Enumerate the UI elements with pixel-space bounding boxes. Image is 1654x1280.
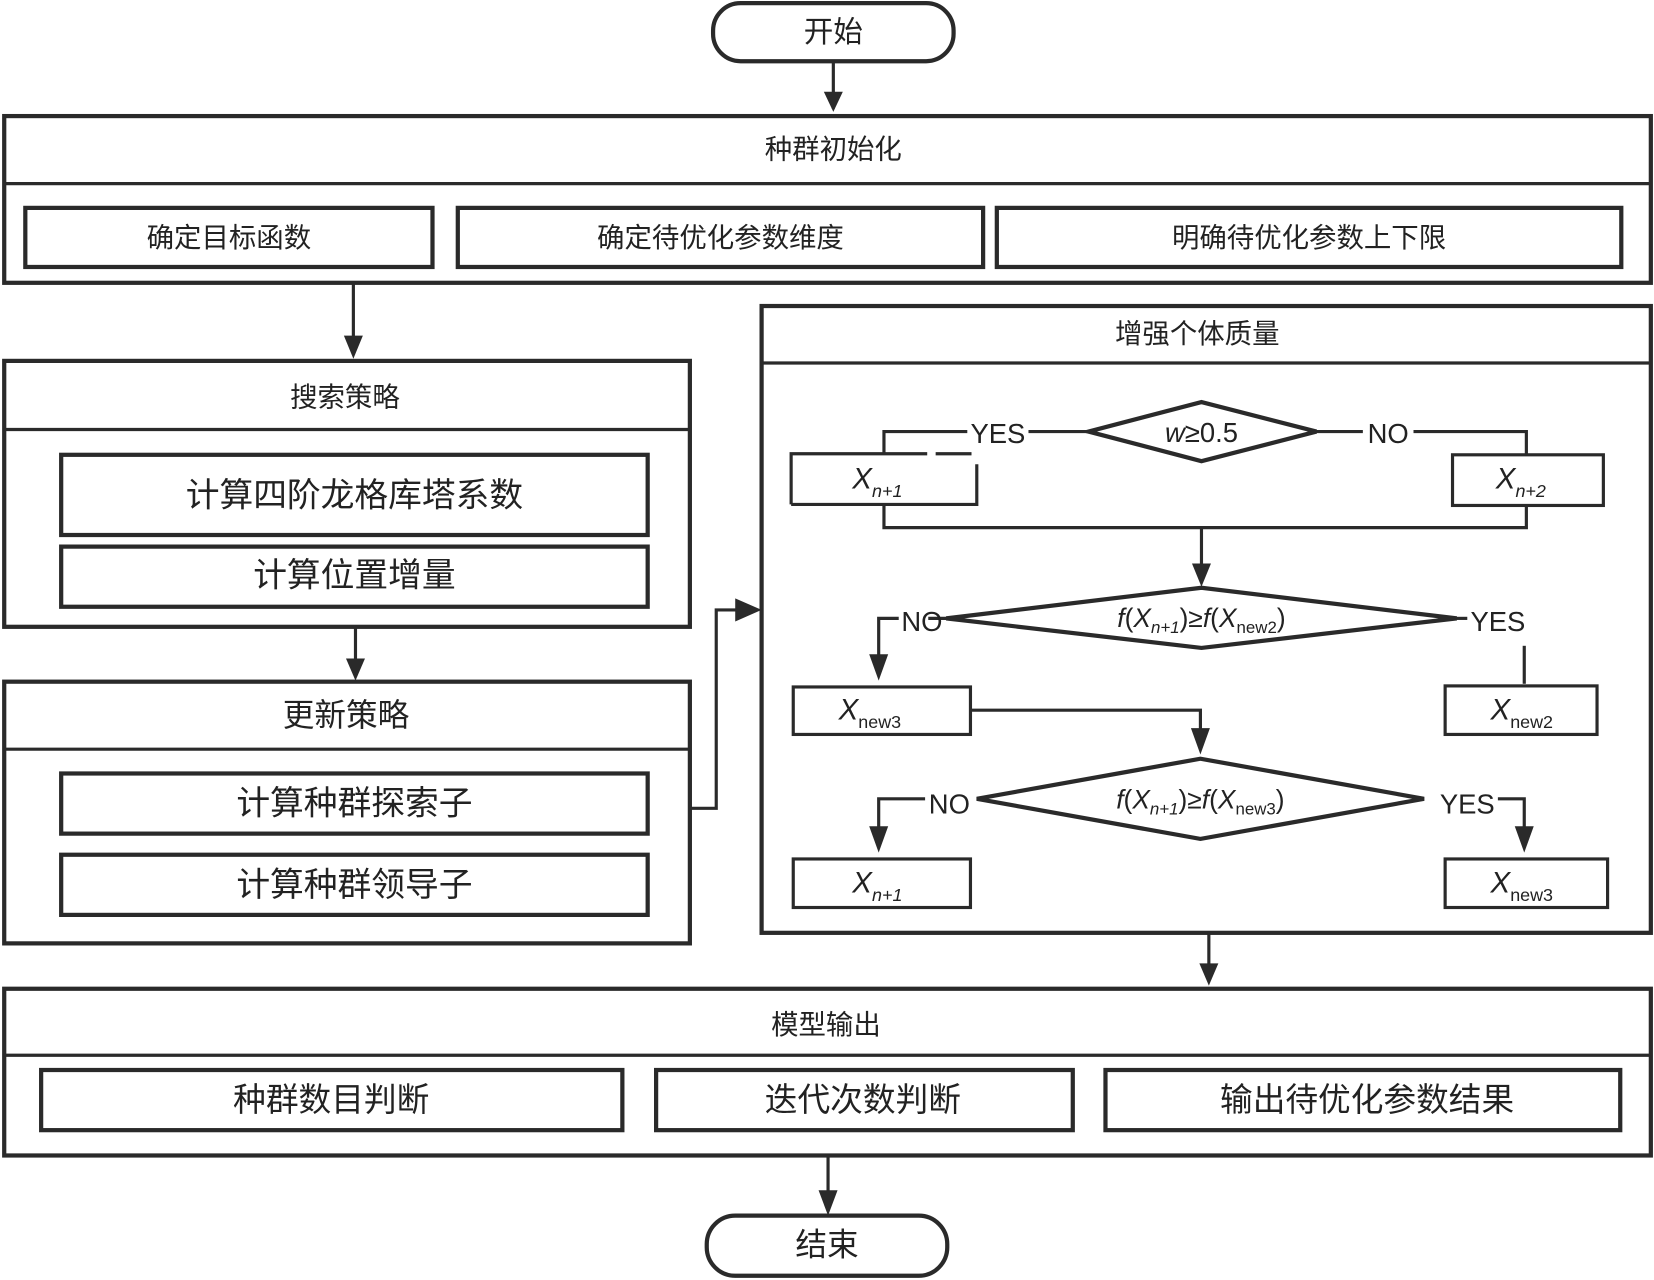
decision-f-new3: f(Xn+1)≥f(Xnew3) <box>976 756 1425 842</box>
arrow-start-to-init <box>823 61 843 112</box>
svg-text:Xn+2: Xn+2 <box>1495 463 1546 501</box>
box-x-n1-top: Xn+1 <box>789 452 979 506</box>
box-x-new3-mid: Xnew3 <box>791 685 973 737</box>
init-item-dimension: 确定待优化参数维度 <box>455 205 986 270</box>
start-terminator: 开始 <box>710 1 956 64</box>
svg-text:w≥0.5: w≥0.5 <box>1165 417 1238 448</box>
update-panel: 更新策略 计算种群探索子 计算种群领导子 <box>2 679 692 946</box>
svg-text:明确待优化参数上下限: 明确待优化参数上下限 <box>1172 223 1446 254</box>
search-title: 搜索策略 <box>290 382 400 413</box>
d2-no-label: NO <box>901 606 942 637</box>
init-item-objective: 确定目标函数 <box>23 205 435 270</box>
update-item-explorer: 计算种群探索子 <box>59 771 650 836</box>
init-title: 种群初始化 <box>765 134 902 165</box>
svg-text:Xn+1: Xn+1 <box>851 867 902 905</box>
d1-yes-label: YES <box>970 418 1025 449</box>
decision-w-var: w <box>1165 417 1187 448</box>
svg-text:种群数目判断: 种群数目判断 <box>233 1081 429 1119</box>
decision-w-value: 0.5 <box>1200 417 1238 448</box>
init-item-bounds: 明确待优化参数上下限 <box>994 205 1624 270</box>
svg-text:计算种群领导子: 计算种群领导子 <box>236 865 472 904</box>
end-terminator: 结束 <box>704 1213 950 1278</box>
svg-text:计算种群探索子: 计算种群探索子 <box>236 784 472 823</box>
svg-text:计算四阶龙格库塔系数: 计算四阶龙格库塔系数 <box>186 476 523 515</box>
svg-text:f(Xn+1)≥f(Xnew2): f(Xn+1)≥f(Xnew2) <box>1117 603 1285 637</box>
init-panel: 种群初始化 确定目标函数 确定待优化参数维度 明确待优化参数上下限 <box>2 113 1653 285</box>
enhance-title: 增强个体质量 <box>1115 319 1280 350</box>
svg-text:确定目标函数: 确定目标函数 <box>147 223 312 254</box>
svg-text:迭代次数判断: 迭代次数判断 <box>765 1081 961 1119</box>
search-item-increment: 计算位置增量 <box>59 544 650 609</box>
box-x-new2: Xnew2 <box>1443 684 1599 737</box>
svg-text:Xn+1: Xn+1 <box>851 463 902 501</box>
svg-text:Xnew3: Xnew3 <box>1489 867 1553 905</box>
box-x-n1-bottom: Xn+1 <box>791 857 973 910</box>
output-title: 模型输出 <box>771 1010 881 1041</box>
d1-no-label: NO <box>1368 418 1409 449</box>
arrow-merge-to-d2 <box>1191 527 1211 587</box>
d3-no-label: NO <box>929 789 970 820</box>
output-item-iteration: 迭代次数判断 <box>654 1067 1075 1133</box>
decision-w-op: ≥ <box>1185 417 1200 448</box>
update-title: 更新策略 <box>283 698 410 734</box>
start-label: 开始 <box>804 15 863 49</box>
enhance-panel: 增强个体质量 w≥0.5 YES NO Xn+1 Xn+2 <box>759 303 1653 935</box>
search-item-rk4: 计算四阶龙格库塔系数 <box>59 452 650 538</box>
update-item-leader: 计算种群领导子 <box>59 852 650 917</box>
search-panel: 搜索策略 计算四阶龙格库塔系数 计算位置增量 <box>2 358 692 629</box>
arrow-init-to-search <box>343 282 363 359</box>
svg-text:f(Xn+1)≥f(Xnew3): f(Xn+1)≥f(Xnew3) <box>1116 784 1284 818</box>
end-label: 结束 <box>795 1228 858 1264</box>
arrow-search-to-update <box>345 626 365 681</box>
arrow-new3-to-d3 <box>970 708 1210 755</box>
arrow-update-to-enhance <box>689 598 762 810</box>
output-panel: 模型输出 种群数目判断 迭代次数判断 输出待优化参数结果 <box>2 986 1653 1158</box>
output-item-result: 输出待优化参数结果 <box>1103 1067 1623 1133</box>
box-x-new3-bottom: Xnew3 <box>1443 857 1610 910</box>
arrow-output-to-end <box>818 1155 838 1216</box>
box-x-n2: Xn+2 <box>1450 453 1605 508</box>
d2-yes-label: YES <box>1470 606 1525 637</box>
svg-text:计算位置增量: 计算位置增量 <box>253 556 455 595</box>
d3-yes-label: YES <box>1440 789 1495 820</box>
output-item-population: 种群数目判断 <box>39 1067 625 1133</box>
svg-text:Xnew2: Xnew2 <box>1489 694 1553 732</box>
svg-text:确定待优化参数维度: 确定待优化参数维度 <box>597 223 844 254</box>
svg-text:输出待优化参数结果: 输出待优化参数结果 <box>1220 1081 1514 1119</box>
arrow-enhance-to-output <box>1199 932 1219 986</box>
svg-text:Xnew3: Xnew3 <box>838 694 902 732</box>
